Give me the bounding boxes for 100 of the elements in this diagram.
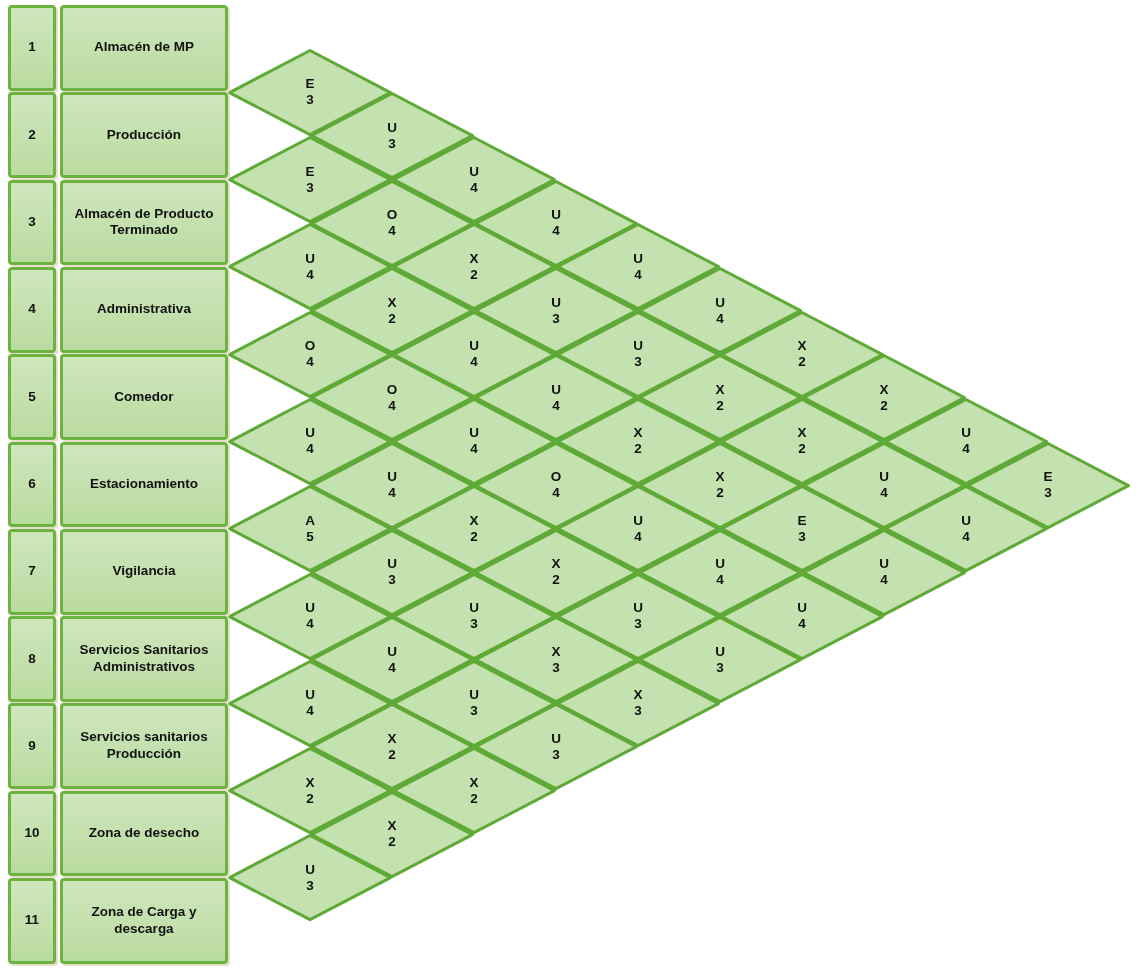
relationship-code: U bbox=[879, 469, 889, 486]
reason-code: 2 bbox=[798, 441, 806, 458]
relationship-code: U bbox=[715, 643, 725, 660]
relationship-code: U bbox=[961, 425, 971, 442]
relationship-code: X bbox=[797, 425, 807, 442]
number-cell bbox=[8, 616, 56, 702]
relationship-code: U bbox=[305, 600, 315, 617]
reason-code: 4 bbox=[962, 441, 970, 458]
relationship-code: U bbox=[305, 250, 315, 267]
department-number: 2 bbox=[27, 126, 37, 144]
department-name: Comedor bbox=[113, 388, 175, 406]
relationship-code: O bbox=[304, 338, 316, 355]
number-cell bbox=[8, 703, 56, 790]
reason-code: 2 bbox=[716, 397, 724, 414]
relationship-code: U bbox=[305, 425, 315, 442]
relationship-code: O bbox=[386, 381, 398, 398]
number-cell bbox=[8, 266, 56, 353]
relationship-code: O bbox=[550, 469, 562, 486]
reason-code: 4 bbox=[880, 485, 888, 502]
relationship-code: X bbox=[551, 556, 561, 573]
relationship-code: X bbox=[387, 294, 397, 311]
reason-code: 2 bbox=[388, 310, 396, 327]
reason-code: 4 bbox=[552, 397, 560, 414]
reason-code: 3 bbox=[306, 179, 314, 196]
reason-code: 2 bbox=[798, 354, 806, 371]
reason-code: 4 bbox=[306, 616, 314, 633]
reason-code: 4 bbox=[552, 223, 560, 240]
department-number: 9 bbox=[27, 737, 37, 755]
department-number: 8 bbox=[27, 650, 37, 668]
reason-code: 2 bbox=[470, 266, 478, 283]
department-number: 7 bbox=[27, 563, 37, 581]
relationship-code: X bbox=[797, 338, 807, 355]
relationship-code: U bbox=[469, 687, 479, 704]
department-name: Zona de Carga y descarga bbox=[90, 904, 198, 938]
relationship-code: U bbox=[797, 600, 807, 617]
number-cell bbox=[8, 179, 56, 266]
relationship-code: U bbox=[387, 643, 397, 660]
department-cell bbox=[60, 92, 228, 179]
reason-code: 4 bbox=[306, 266, 314, 283]
reason-code: 4 bbox=[388, 223, 396, 240]
reason-code: 3 bbox=[552, 747, 560, 764]
relationship-code: O bbox=[386, 207, 398, 224]
reason-code: 4 bbox=[470, 354, 478, 371]
reason-code: 2 bbox=[306, 790, 314, 807]
reason-code: 4 bbox=[716, 310, 724, 327]
department-name: Producción bbox=[105, 126, 183, 144]
reason-code: 3 bbox=[634, 616, 642, 633]
relationship-code: U bbox=[305, 687, 315, 704]
relationship-code: E bbox=[305, 163, 315, 180]
reason-code: 3 bbox=[552, 659, 560, 676]
relationship-code: U bbox=[469, 338, 479, 355]
department-cell bbox=[60, 441, 228, 528]
department-name: Administrativa bbox=[96, 301, 192, 319]
department-number: 10 bbox=[23, 825, 41, 842]
reason-code: 3 bbox=[798, 528, 806, 545]
reason-code: 4 bbox=[798, 616, 806, 633]
relationship-code: E bbox=[305, 76, 315, 93]
reason-code: 2 bbox=[552, 572, 560, 589]
reason-code: 3 bbox=[716, 659, 724, 676]
relationship-code: U bbox=[305, 862, 315, 878]
reason-code: 3 bbox=[306, 92, 314, 109]
reason-code: 4 bbox=[388, 485, 396, 502]
relationship-code: U bbox=[633, 600, 643, 617]
department-name: Estacionamiento bbox=[89, 475, 199, 493]
reason-code: 3 bbox=[306, 878, 314, 894]
department-cell bbox=[60, 354, 228, 440]
reason-code: 2 bbox=[470, 528, 478, 545]
relationship-code: U bbox=[469, 600, 479, 617]
relationship-code: X bbox=[469, 774, 479, 791]
relationship-code: U bbox=[551, 207, 561, 224]
number-cell bbox=[8, 528, 56, 615]
department-name: Zona de desecho bbox=[87, 825, 201, 842]
department-number: 1 bbox=[27, 39, 37, 57]
reason-code: 2 bbox=[634, 441, 642, 458]
department-cell bbox=[60, 5, 228, 91]
relationship-code: U bbox=[879, 556, 889, 573]
relationship-code: U bbox=[387, 119, 397, 136]
relationship-code: U bbox=[633, 338, 643, 355]
number-cell bbox=[8, 878, 56, 964]
relationship-code: X bbox=[469, 512, 479, 529]
relationship-code: X bbox=[715, 469, 725, 486]
reason-code: 4 bbox=[388, 659, 396, 676]
department-cell bbox=[60, 528, 228, 615]
reason-code: 4 bbox=[306, 703, 314, 720]
department-name: Vigilancia bbox=[111, 563, 177, 581]
department-cell bbox=[60, 266, 228, 353]
reason-code: 3 bbox=[470, 616, 478, 633]
department-number: 5 bbox=[27, 388, 37, 406]
relationship-code: U bbox=[633, 250, 643, 267]
relationship-code: E bbox=[1043, 469, 1053, 486]
relationship-code: X bbox=[387, 818, 397, 835]
number-cell bbox=[8, 790, 56, 877]
reason-code: 4 bbox=[388, 397, 396, 414]
relationship-code: U bbox=[961, 512, 971, 529]
relationship-code: U bbox=[715, 556, 725, 573]
department-cell bbox=[60, 179, 228, 266]
department-cell bbox=[60, 878, 228, 964]
relationship-code: X bbox=[715, 381, 725, 398]
relationship-code: E bbox=[797, 512, 807, 529]
reason-code: 2 bbox=[388, 747, 396, 764]
